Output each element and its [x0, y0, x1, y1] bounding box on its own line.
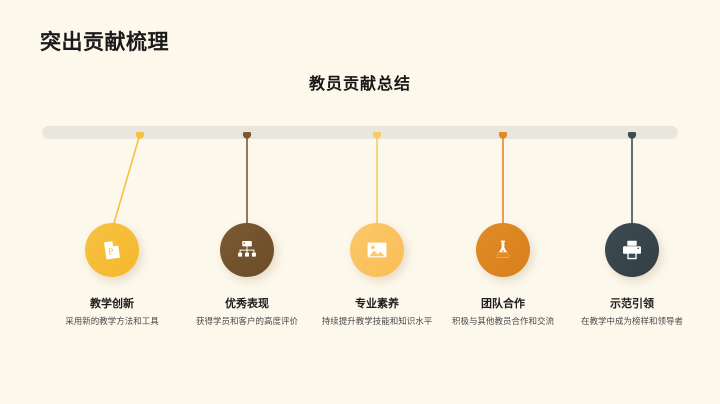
node-icon-circle[interactable]: P — [85, 223, 139, 277]
node-label-group: 专业素养持续提升教学技能和知识水平 — [297, 297, 457, 328]
node-label-group: 示范引领在教学中成为榜样和领导者 — [552, 297, 712, 328]
page-title: 突出贡献梳理 — [40, 31, 169, 54]
node-icon-circle[interactable] — [476, 223, 530, 277]
node-description: 在教学中成为榜样和领导者 — [580, 316, 683, 326]
timeline-connector — [104, 130, 148, 236]
node-description: 获得学员和客户的高度评价 — [195, 316, 298, 326]
printer-icon — [620, 238, 644, 262]
node-title: 专业素养 — [355, 298, 399, 310]
timeline-rail — [42, 126, 678, 139]
node-description: 采用新的教学方法和工具 — [65, 316, 159, 326]
svg-text:P: P — [108, 247, 115, 258]
slide-subtitle: 教员贡献总结 — [308, 76, 411, 93]
node-title: 示范引领 — [610, 298, 654, 310]
node-title: 团队合作 — [481, 298, 525, 310]
flask-icon — [491, 238, 515, 262]
node-title: 优秀表现 — [225, 298, 269, 310]
node-label-group: 教学创新采用新的教学方法和工具 — [32, 297, 192, 328]
timeline-connector — [624, 130, 640, 236]
node-title: 教学创新 — [90, 298, 134, 310]
timeline-connector — [369, 130, 385, 236]
presentation-document-icon: P — [100, 238, 124, 262]
node-description: 持续提升教学技能和知识水平 — [321, 316, 433, 326]
image-icon — [365, 238, 389, 262]
node-description: 积极与其他教员合作和交流 — [451, 316, 554, 326]
node-icon-circle[interactable] — [605, 223, 659, 277]
node-icon-circle[interactable] — [220, 223, 274, 277]
timeline-connector — [495, 130, 511, 236]
org-chart-icon — [235, 238, 259, 262]
node-label-group: 优秀表现获得学员和客户的高度评价 — [167, 297, 327, 328]
timeline-connector — [239, 130, 255, 236]
node-label-group: 团队合作积极与其他教员合作和交流 — [423, 297, 583, 328]
node-icon-circle[interactable] — [350, 223, 404, 277]
